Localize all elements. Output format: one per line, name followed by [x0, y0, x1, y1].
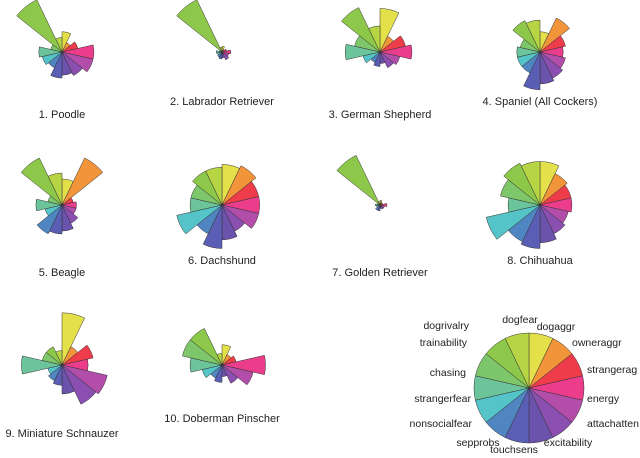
wedge-sepprobs: [520, 204, 541, 249]
breed-label: 4. Spaniel (All Cockers): [483, 96, 598, 108]
wedge-attachatten: [61, 51, 94, 73]
wedge-dogrivalry: [16, 0, 63, 53]
wedge-chasing: [38, 46, 63, 58]
key-label-owneraggr: owneraggr: [572, 337, 622, 349]
wedge-dogfear: [47, 172, 63, 206]
key-label-dogrivalry: dogrivalry: [423, 320, 469, 332]
wedge-dogrivalry: [341, 7, 381, 53]
wedge-dogfear: [55, 37, 63, 53]
wedge-excitability: [379, 204, 384, 210]
wedge-attachatten: [61, 364, 108, 395]
wedge-excitability: [379, 51, 394, 69]
wedge-excitability: [61, 51, 83, 76]
breed-chart-7: 7. Golden Retriever: [332, 155, 428, 279]
key-label-chasing: chasing: [430, 367, 466, 379]
wedge-energy: [379, 203, 388, 207]
breed-chart-8: 8. Chihuahua: [485, 161, 574, 267]
wedge-sepprobs: [202, 204, 223, 249]
wedge-strangerfear: [176, 204, 223, 235]
key-label-dogaggr: dogaggr: [537, 321, 576, 333]
wedge-dogrivalry: [176, 0, 223, 53]
key-label-nonsocialfear: nonsocialfear: [410, 418, 473, 430]
wedge-excitability: [221, 364, 239, 384]
wedge-owneraggr: [61, 157, 104, 206]
wedge-strangeraggr: [61, 344, 94, 366]
key-label-dogfear: dogfear: [502, 314, 538, 326]
variable-key-chart: dogaggr owneraggr strangerag energy attachat…: [410, 314, 640, 456]
wedge-sepprobs: [50, 51, 63, 79]
wedge-dogfear: [520, 161, 541, 206]
wedge-dogrivalry: [45, 346, 63, 366]
breed-label: 8. Chihuahua: [507, 255, 573, 267]
wedge-excitability: [221, 51, 230, 61]
wedge-chasing: [516, 46, 541, 58]
wedge-strangerfear: [485, 204, 541, 240]
breed-chart-5: 5. Beagle: [20, 157, 104, 279]
wedge-nonsocialfear: [36, 204, 63, 235]
wedge-dogfear: [368, 25, 381, 53]
breed-label: 3. German Shepherd: [329, 109, 432, 121]
key-label-strangeraggr: strangerag: [587, 364, 637, 376]
wedge-dogaggr: [379, 8, 400, 53]
breed-label: 2. Labrador Retriever: [170, 96, 274, 108]
wedge-owneraggr: [221, 165, 257, 206]
key-label-attachatten: attachatten: [587, 418, 639, 430]
breed-chart-10: 10. Doberman Pinscher: [164, 328, 280, 425]
key-label-sepprobs: sepprobs: [456, 437, 499, 449]
key-label-touchsens: touchsens: [490, 444, 538, 456]
breed-chart-2: 2. Labrador Retriever: [170, 0, 274, 108]
wedge-dogfear: [219, 47, 223, 53]
wedge-chasing: [21, 355, 63, 375]
key-label-strangerfear: strangerfear: [414, 393, 471, 405]
wedge-attachatten: [379, 51, 401, 66]
wedge-nonsocialfear: [375, 204, 381, 211]
key-label-excitability: excitability: [544, 437, 593, 449]
wedge-excitability: [61, 364, 97, 405]
wedge-dogrivalry: [503, 162, 541, 206]
wedge-dogfear: [55, 350, 63, 366]
wedge-energy: [379, 44, 413, 60]
breed-label: 5. Beagle: [39, 267, 85, 279]
wedge-dogrivalry: [512, 20, 541, 53]
breed-chart-6: 6. Dachshund: [176, 164, 260, 267]
key-wedge-dogfear: [504, 332, 530, 389]
wedge-dogaggr: [61, 312, 85, 366]
wedge-dogfear: [525, 19, 541, 53]
wedge-chasing: [375, 203, 381, 207]
breed-label: 1. Poodle: [39, 109, 85, 121]
wedge-strangeraggr: [539, 35, 566, 53]
wedge-chasing: [215, 50, 223, 54]
wedge-touchsens: [61, 364, 75, 395]
breed-chart-9: 9. Miniature Schnauzer: [5, 312, 119, 440]
breed-chart-4: 4. Spaniel (All Cockers): [483, 17, 598, 108]
breed-label: 6. Dachshund: [188, 255, 256, 267]
key-label-energy: energy: [587, 393, 620, 405]
wedge-dogrivalry: [336, 155, 381, 206]
wedge-dogrivalry: [189, 328, 223, 366]
breed-chart-1: 1. Poodle: [16, 0, 95, 121]
wedge-dogrivalry: [20, 157, 63, 206]
key-label-trainability: trainability: [420, 337, 468, 349]
wedge-dogfear: [216, 353, 223, 366]
wedge-nonsocialfear: [48, 364, 63, 382]
breed-charts: 1. Poodle 2. Labrador Retriever 3. German …: [5, 0, 597, 440]
wedge-attachatten: [221, 204, 260, 229]
breed-label: 9. Miniature Schnauzer: [5, 428, 118, 440]
wedge-owneraggr: [539, 17, 570, 53]
wedge-owneraggr: [539, 173, 568, 206]
wedge-chasing: [35, 198, 63, 212]
wedge-sepprobs: [523, 51, 541, 90]
wedge-energy: [221, 49, 231, 55]
wedge-attachatten: [221, 364, 254, 386]
breed-label: 7. Golden Retriever: [332, 267, 428, 279]
breed-chart-3: 3. German Shepherd: [329, 7, 432, 121]
wedge-energy: [221, 355, 266, 375]
wedge-dogfear: [378, 201, 381, 206]
wedge-energy: [539, 197, 573, 213]
wedge-dogfear: [205, 167, 223, 206]
breed-label: 10. Doberman Pinscher: [164, 413, 280, 425]
wedge-nonsocialfear: [217, 51, 223, 58]
wedge-chasing: [344, 43, 381, 61]
